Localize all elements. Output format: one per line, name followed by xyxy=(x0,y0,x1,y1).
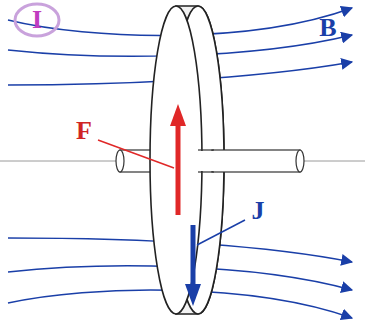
leader-line xyxy=(197,220,245,245)
axle xyxy=(198,150,304,172)
leader-line xyxy=(98,140,174,168)
current-arrow xyxy=(185,220,245,306)
disk xyxy=(150,6,224,314)
force-label: F xyxy=(76,118,92,144)
label-ring xyxy=(15,4,59,36)
current-label: I xyxy=(32,7,42,33)
current-density-label: J xyxy=(252,198,265,224)
force-arrow xyxy=(98,104,186,215)
field-label: B xyxy=(319,15,336,41)
